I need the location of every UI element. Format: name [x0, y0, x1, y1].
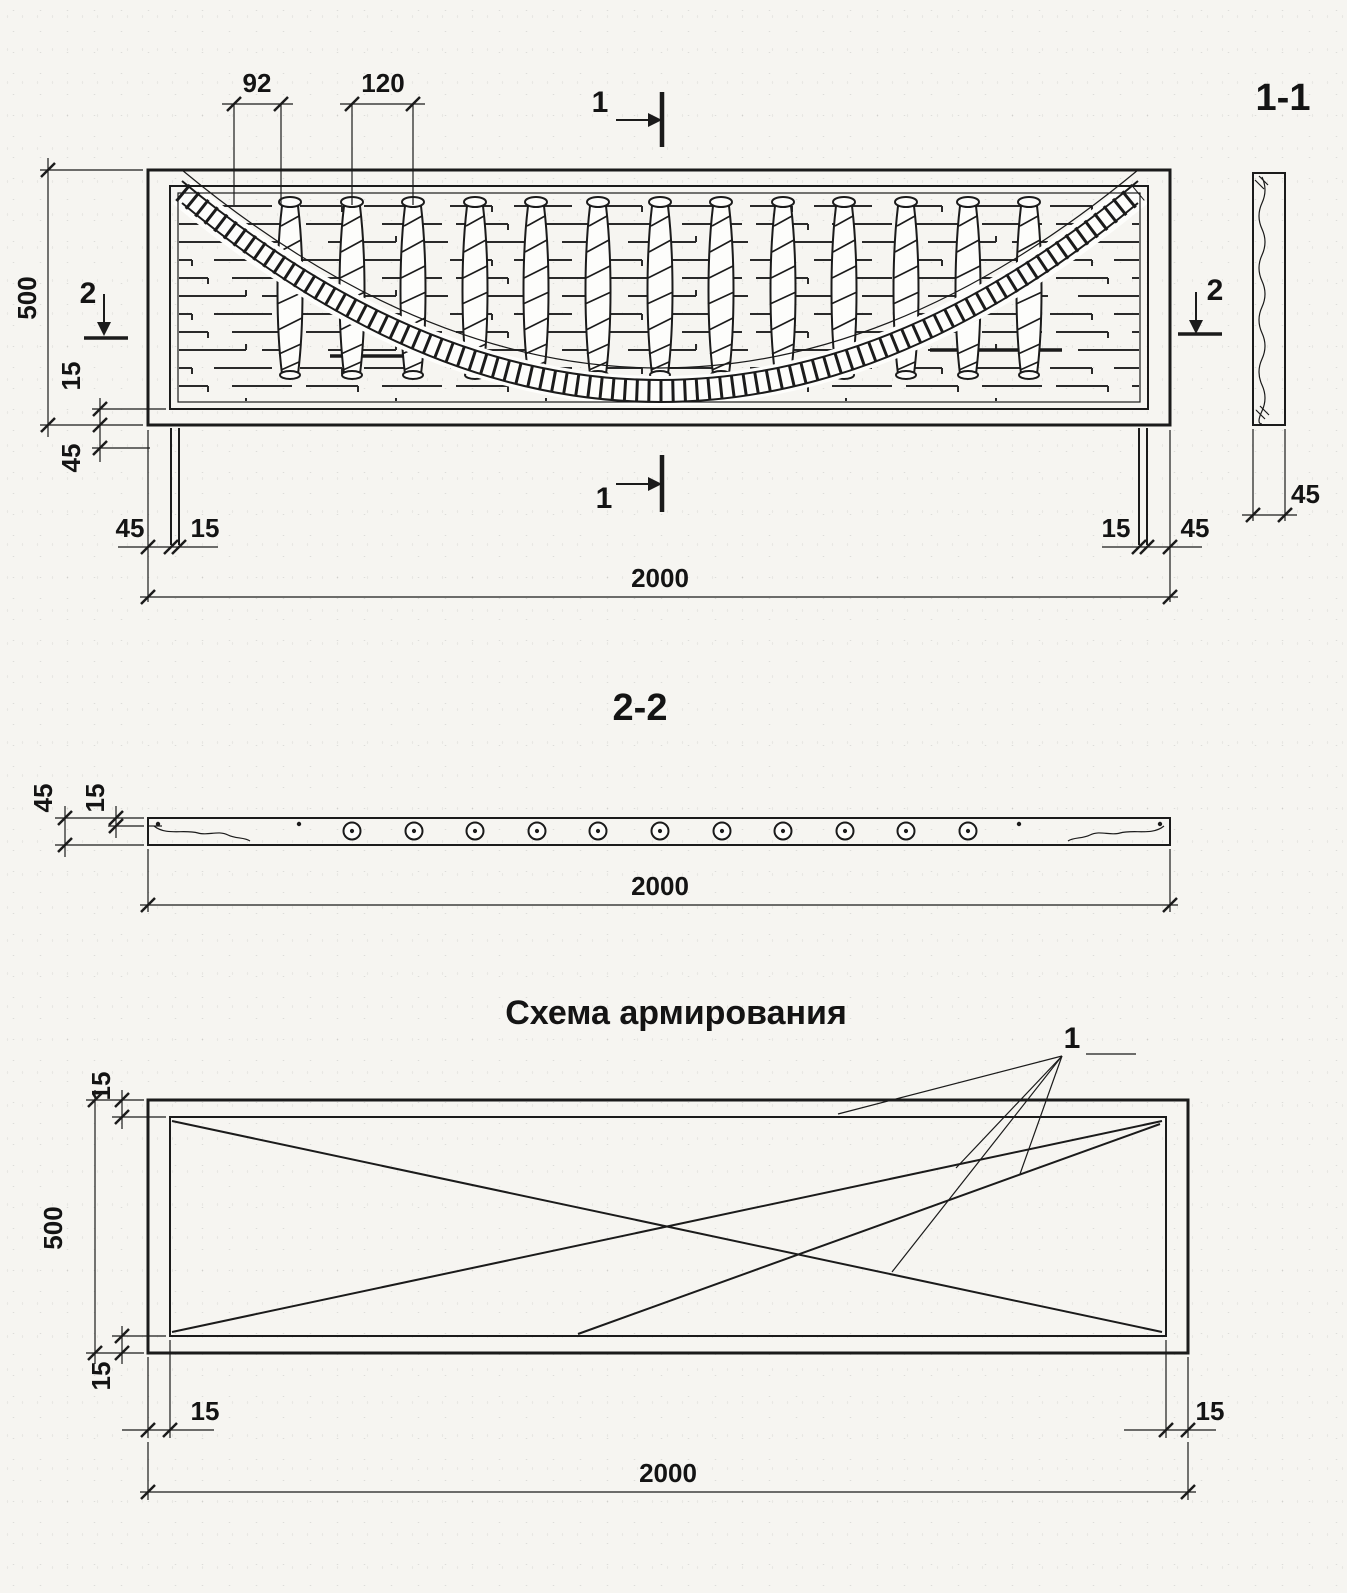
dim-2000-elevation: 2000	[139, 563, 1179, 606]
dim-15-section-2-2: 15	[80, 784, 144, 838]
reinforcement-outer-frame	[146, 1098, 1190, 1355]
section-marker-1-bottom-label: 1	[596, 482, 613, 515]
plan-dot	[1016, 821, 1022, 827]
rebar-callout-1: 1	[837, 1022, 1136, 1273]
plan-molding-right	[1067, 825, 1165, 842]
baluster-sections	[342, 821, 978, 841]
dim-45-section-1-1-label: 45	[1291, 479, 1320, 509]
dim-120-label: 120	[361, 68, 404, 98]
dim-45-section-1-1: 45	[1242, 429, 1320, 524]
dim-45-section-2-2-label: 45	[28, 784, 58, 813]
dim-500-reinf-label: 500	[38, 1206, 68, 1249]
section-marker-2-right: 2	[1178, 274, 1224, 336]
dim-500-reinf: 500	[38, 1090, 144, 1364]
dim-45-br-label: 45	[1181, 513, 1210, 543]
dim-45-section-2-2: 45	[28, 784, 144, 857]
dim-92-label: 92	[243, 68, 272, 98]
dim-bottom-left: 45 15	[116, 430, 220, 602]
plan-dot	[1157, 821, 1163, 827]
section-2-2-plan-bar	[147, 817, 1171, 846]
dim-bottom-right: 15 45	[1102, 430, 1210, 602]
dim-15-bottom-reinf-label: 15	[86, 1362, 116, 1391]
section-1-1-title: 1-1	[1256, 77, 1311, 119]
dim-2000-elevation-label: 2000	[631, 563, 689, 593]
section-marker-2-right-label: 2	[1207, 274, 1224, 307]
dim-15-top-reinf-label: 15	[86, 1072, 116, 1101]
rebar-callout-1-label: 1	[1064, 1022, 1081, 1055]
section-1-1-relief-line	[1258, 176, 1266, 425]
dim-15-bl-label: 15	[191, 513, 220, 543]
dim-45-tenon-v-label: 45	[56, 444, 86, 473]
section-2-2-title: 2-2	[613, 687, 668, 729]
dim-15-left-reinf: 15	[122, 1340, 220, 1439]
dim-15-right-reinf-label: 15	[1196, 1396, 1225, 1426]
dim-92: 92	[222, 68, 293, 205]
section-2-2-view: 2-2 45	[28, 687, 1179, 914]
elevation-view: 92 120 1 1 2 2	[12, 68, 1224, 606]
plan-dot	[155, 821, 161, 827]
rebar-diagonals	[171, 1120, 1163, 1335]
dim-2000-reinf-label: 2000	[639, 1458, 697, 1488]
section-marker-2-left: 2	[80, 277, 128, 340]
dim-15-frame: 15	[56, 362, 166, 462]
dim-45-bl-label: 45	[116, 513, 145, 543]
tenon-stems	[170, 428, 1148, 545]
panel-outer-frame	[146, 168, 1172, 427]
dim-15-top-reinf: 15	[86, 1072, 166, 1129]
reinforcement-inner-bar-loop	[169, 1116, 1167, 1337]
section-marker-1-top-label: 1	[592, 86, 609, 119]
reinforcement-title: Схема армирования	[505, 994, 847, 1032]
reinforcement-view: Схема армирования 1 15	[38, 994, 1225, 1501]
plan-dot	[296, 821, 302, 827]
dim-120: 120	[340, 68, 425, 205]
dim-15-section-2-2-label: 15	[80, 784, 110, 813]
dim-15-bottom-reinf: 15	[86, 1326, 166, 1390]
dim-2000-section-2-2-label: 2000	[631, 871, 689, 901]
dim-15-left-reinf-label: 15	[191, 1396, 220, 1426]
section-marker-1-bottom: 1	[596, 455, 665, 515]
section-marker-2-left-label: 2	[80, 277, 97, 310]
section-1-1-profile	[1252, 172, 1286, 426]
dim-2000-section-2-2: 2000	[139, 849, 1179, 914]
dim-45-tenon-v: 45	[56, 439, 150, 473]
dim-15-br-label: 15	[1102, 513, 1131, 543]
section-marker-1-top: 1	[592, 86, 665, 147]
section-1-1-cut-hatch	[1254, 175, 1270, 420]
dim-2000-reinf: 2000	[139, 1442, 1197, 1501]
section-1-1-view: 1-1 45	[1242, 77, 1320, 524]
dim-500: 500	[12, 158, 143, 437]
dim-500-label: 500	[12, 276, 42, 319]
panel-inner-frame-1	[169, 185, 1149, 410]
dim-15-frame-label: 15	[56, 362, 86, 391]
dim-15-right-reinf: 15	[1124, 1340, 1225, 1439]
panel-inner-frame-2	[177, 192, 1141, 403]
plan-molding-left	[153, 825, 251, 842]
